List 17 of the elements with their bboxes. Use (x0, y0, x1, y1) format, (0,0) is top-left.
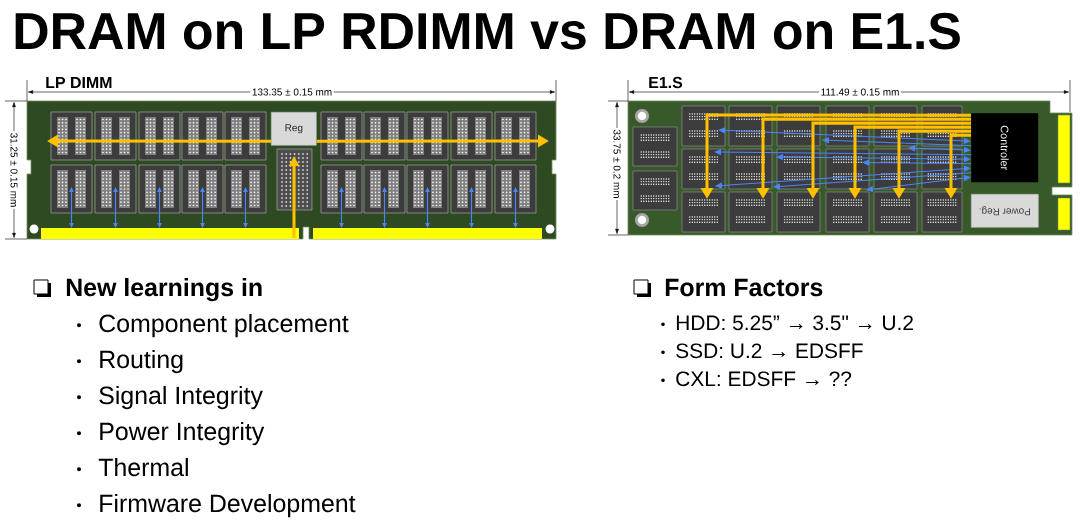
list-item: Component placement (99, 313, 349, 338)
list-item: Firmware Development (100, 493, 356, 518)
dimension-label: 31.25 ± 0.15 mm (9, 131, 20, 209)
list-item: Signal Integrity (99, 385, 263, 410)
board-label: LP DIMM (46, 77, 112, 88)
list-item: SSD: U.2 → EDSFF (676, 343, 863, 359)
heading: New learnings in (66, 277, 262, 302)
title: DRAM on LP RDIMM vs DRAM on E1.S (15, 12, 960, 50)
list-item: Thermal (98, 457, 188, 477)
list-item: Power Integrity (100, 421, 265, 446)
dimension-label: 133.35 ± 0.15 mm (250, 86, 334, 97)
list-item: Routing (100, 349, 183, 374)
list-item: HDD: 5.25” → 3.5" → U.2 (676, 315, 913, 331)
board-label: E1.S (649, 76, 683, 89)
list-item: CXL: EDSFF → ?? (676, 371, 852, 387)
dimension-label: 111.49 ± 0.15 mm (819, 86, 901, 97)
heading: Form Factors (665, 278, 823, 297)
